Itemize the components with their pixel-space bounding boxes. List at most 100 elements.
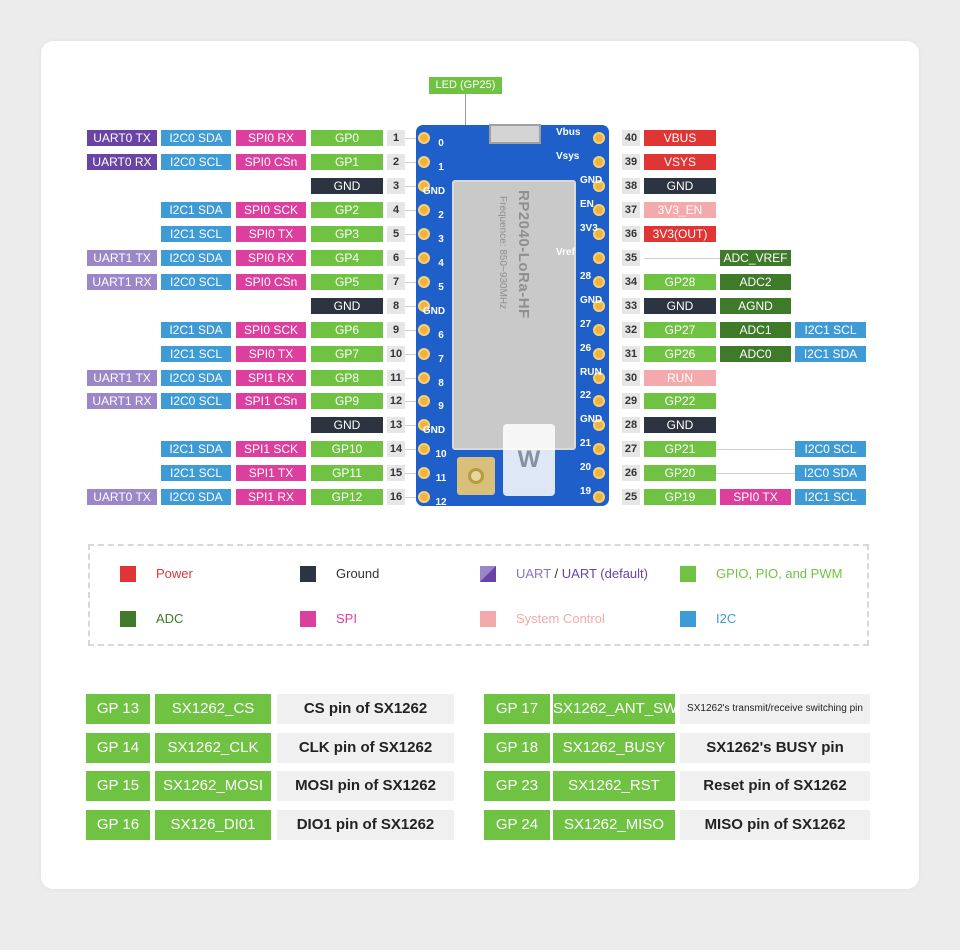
pad-icon (418, 467, 430, 479)
pin-number: 5 (387, 226, 405, 242)
pin-number: 38 (622, 178, 640, 194)
legend-swatch (480, 566, 496, 582)
pin-function-label: SPI1 SCK (236, 441, 306, 457)
pin-primary-label: VSYS (644, 154, 716, 170)
pin-function-label: UART0 TX (87, 489, 157, 505)
pin-function-label: I2C0 SDA (795, 465, 866, 481)
board-pin-text: 6 (438, 330, 444, 341)
pin-connector (716, 473, 795, 474)
legend-swatch (120, 566, 136, 582)
pin-function-label: SPI0 RX (236, 130, 306, 146)
board-pin-text: 28 (580, 271, 592, 282)
pin-function-label: I2C0 SCL (161, 393, 231, 409)
pin-primary-label: 3V3(OUT) (644, 226, 716, 242)
freq-text: Frequence: 850~930MHz (497, 196, 508, 310)
legend-text: System Control (516, 611, 605, 626)
pin-function-label: I2C0 SDA (161, 250, 231, 266)
pad-icon (593, 180, 605, 192)
pad-icon (593, 204, 605, 216)
pin-function-label: SPI0 CSn (236, 274, 306, 290)
pin-function-label: I2C0 SCL (161, 154, 231, 170)
pad-icon (418, 204, 430, 216)
pin-function-label: I2C0 SCL (795, 441, 866, 457)
gpio-label: GP9 (311, 393, 383, 409)
pad-icon (593, 372, 605, 384)
pin-function-label: I2C0 SDA (161, 489, 231, 505)
table-name-cell: SX1262_BUSY (553, 733, 675, 763)
pin-function-label: AGND (720, 298, 791, 314)
legend-label: SPI (336, 611, 357, 627)
pad-icon (593, 419, 605, 431)
pin-number: 7 (387, 274, 405, 290)
table-desc-cell: MISO pin of SX1262 (680, 810, 870, 840)
board-pin-text: Vsys (556, 151, 580, 162)
board-pin-text: GND (580, 175, 603, 186)
pin-function-label: SPI0 RX (236, 250, 306, 266)
table-gp-cell: GP 15 (86, 771, 150, 801)
pin-function-label: SPI1 RX (236, 489, 306, 505)
board-pin-text: 1 (438, 162, 444, 173)
pin-function-label: SPI0 TX (720, 489, 791, 505)
board-pin-text: Vbus (556, 127, 581, 138)
board-pin-text: 8 (438, 378, 444, 389)
board-pin-text: GND (422, 186, 446, 197)
pin-function-label: UART1 TX (87, 370, 157, 386)
table-gp-cell: GP 14 (86, 733, 150, 763)
table-gp-cell: GP 18 (484, 733, 550, 763)
pin-number: 36 (622, 226, 640, 242)
pad-icon (593, 252, 605, 264)
gpio-label: GP6 (311, 322, 383, 338)
pin-function-label: I2C0 SCL (161, 274, 231, 290)
pin-function-label: UART1 TX (87, 250, 157, 266)
legend-label: I2C (716, 611, 736, 627)
pin-function-label: I2C0 SDA (161, 370, 231, 386)
pin-number: 32 (622, 322, 640, 338)
pin-number: 9 (387, 322, 405, 338)
table-desc-cell: SX1262's BUSY pin (680, 733, 870, 763)
table-gp-cell: GP 24 (484, 810, 550, 840)
pin-function-label: ADC_VREF (720, 250, 791, 266)
board-pin-text: 26 (580, 343, 592, 354)
pin-function-label: SPI1 RX (236, 370, 306, 386)
ground-label: GND (311, 298, 383, 314)
pin-function-label: SPI1 CSn (236, 393, 306, 409)
table-gp-cell: GP 16 (86, 810, 150, 840)
antenna-connector (457, 457, 495, 495)
pin-primary-label: GND (644, 298, 716, 314)
pin-primary-label: GP19 (644, 489, 716, 505)
pad-icon (418, 491, 430, 503)
pin-function-label: I2C1 SCL (795, 489, 866, 505)
pin-primary-label: 3V3_EN (644, 202, 716, 218)
chip-text: RP2040-LoRa-HF (515, 190, 532, 319)
table-name-cell: SX1262_ANT_SW (553, 694, 675, 724)
board-pin-text: 20 (580, 462, 592, 473)
table-desc-cell: Reset pin of SX1262 (680, 771, 870, 801)
pin-function-label: SPI0 TX (236, 226, 306, 242)
legend-label: UART / UART (default) (516, 566, 648, 582)
table-desc-cell: SX1262's transmit/receive switching pin (680, 694, 870, 724)
legend-text: Ground (336, 566, 380, 581)
pad-icon (418, 132, 430, 144)
legend-text: Power (156, 566, 193, 581)
legend-swatch (480, 611, 496, 627)
pin-number: 6 (387, 250, 405, 266)
table-name-cell: SX1262_RST (553, 771, 675, 801)
legend-sep: / (550, 566, 562, 581)
pin-function-label: ADC2 (720, 274, 791, 290)
pad-icon (418, 324, 430, 336)
pin-function-label: I2C1 SCL (161, 226, 231, 242)
pin-number: 33 (622, 298, 640, 314)
pin-number: 16 (387, 489, 405, 505)
legend-label: ADC (156, 611, 183, 627)
table-desc-cell: CS pin of SX1262 (277, 694, 454, 724)
board-pin-text: 11 (435, 473, 447, 484)
board-pin-text: 19 (580, 486, 592, 497)
pin-number: 1 (387, 130, 405, 146)
table-desc-cell: DIO1 pin of SX1262 (277, 810, 454, 840)
board-pin-text: 21 (580, 438, 592, 449)
pin-number: 26 (622, 465, 640, 481)
pad-icon (418, 276, 430, 288)
pad-icon (418, 228, 430, 240)
gpio-label: GP5 (311, 274, 383, 290)
pin-number: 15 (387, 465, 405, 481)
